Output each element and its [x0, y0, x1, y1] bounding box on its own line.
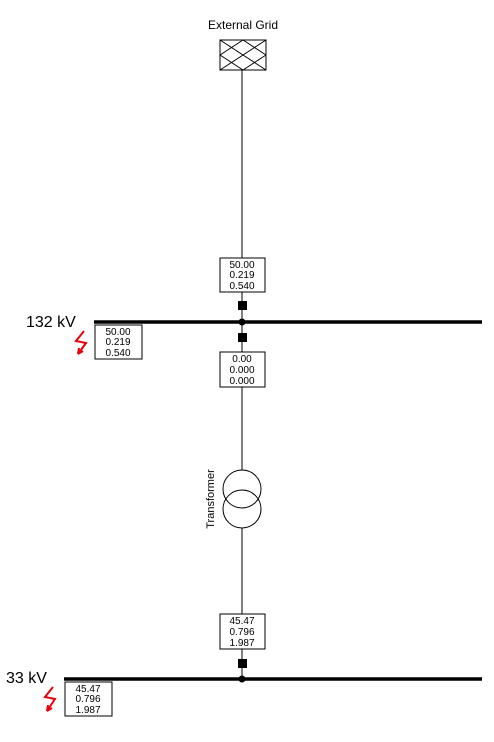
- value-ikss: 50.00: [229, 260, 254, 271]
- value-ip: 0.000: [229, 376, 254, 387]
- value-ip: 1.987: [229, 638, 254, 649]
- breaker-icon[interactable]: [238, 301, 247, 310]
- short-circuit-icon[interactable]: [43, 686, 57, 712]
- value-ip: 0.540: [105, 348, 130, 359]
- bus-33-node: [238, 675, 246, 683]
- value-ip: 1.987: [75, 705, 100, 716]
- value-ik: 0.796: [75, 694, 100, 705]
- value-ik: 0.219: [105, 337, 130, 348]
- value-ip: 0.540: [229, 281, 254, 292]
- bus-132-node: [238, 318, 246, 326]
- value-ik: 0.219: [229, 270, 254, 281]
- result-box-bus-33: 45.47 0.796 1.987: [64, 681, 113, 717]
- breaker-icon[interactable]: [238, 333, 247, 342]
- short-circuit-icon[interactable]: [74, 330, 88, 355]
- breaker-icon[interactable]: [238, 659, 247, 668]
- bus-132-label: 132 kV: [26, 314, 76, 331]
- external-grid-icon[interactable]: [219, 39, 267, 71]
- value-ikss: 50.00: [105, 327, 130, 338]
- result-box-xfmr-hv: 0.00 0.000 0.000: [219, 351, 266, 388]
- external-grid-label: External Grid: [208, 18, 278, 32]
- result-box-xfmr-lv: 45.47 0.796 1.987: [219, 613, 266, 650]
- value-ik: 0.000: [229, 365, 254, 376]
- bus-33-label: 33 kV: [6, 670, 47, 687]
- transformer-label: Transformer: [205, 469, 217, 529]
- result-box-grid-terminal: 50.00 0.219 0.540: [219, 257, 266, 293]
- value-ikss: 0.00: [232, 354, 252, 365]
- value-ik: 0.796: [229, 627, 254, 638]
- value-ikss: 45.47: [75, 684, 100, 695]
- value-ikss: 45.47: [229, 616, 254, 627]
- transformer-icon[interactable]: [222, 469, 262, 529]
- result-box-bus-132: 50.00 0.219 0.540: [94, 324, 143, 360]
